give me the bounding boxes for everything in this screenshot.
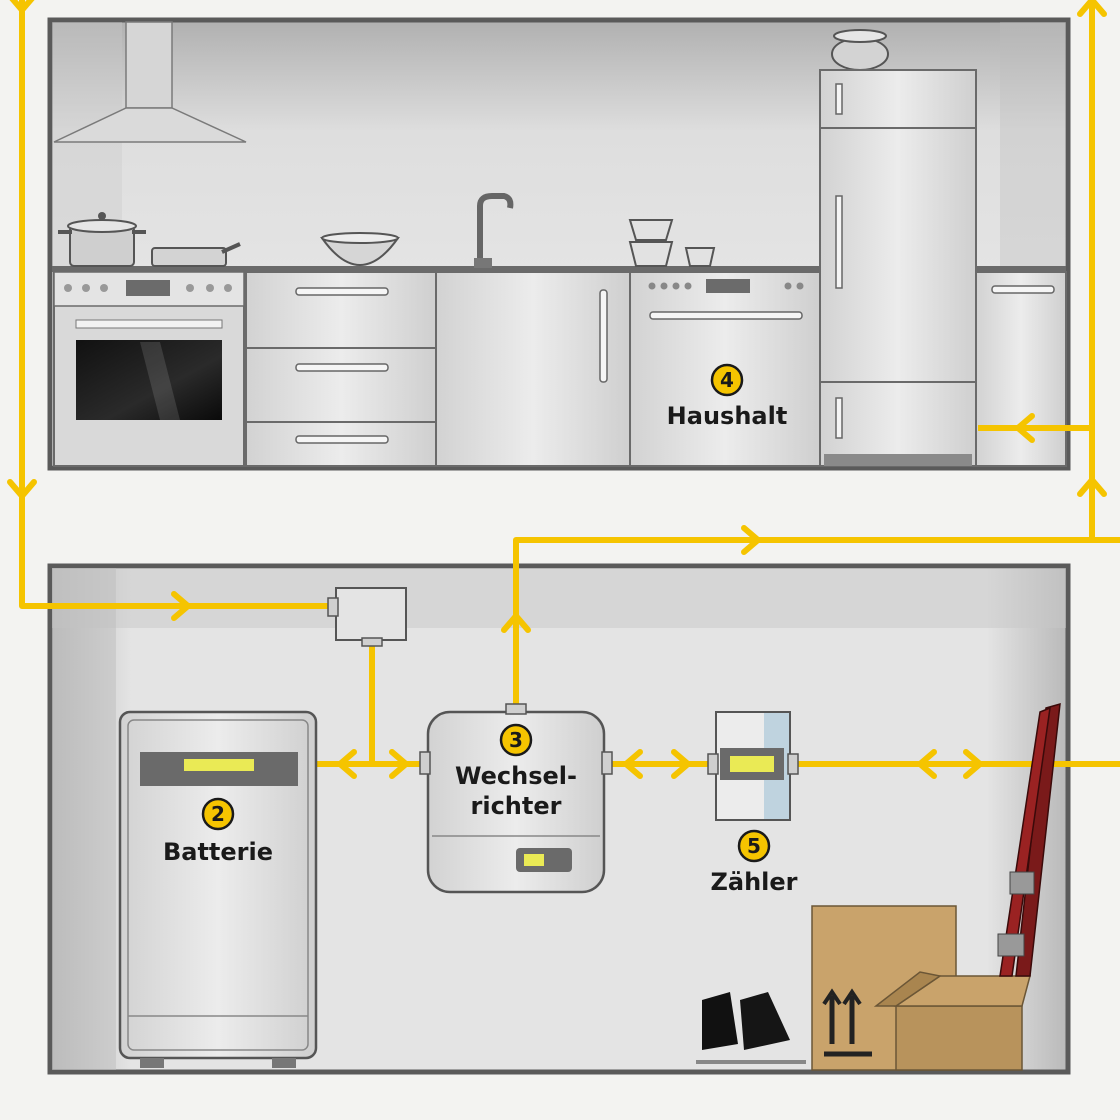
badge-3: [499, 723, 533, 757]
badge-number: 2: [211, 802, 225, 826]
box-icon: [811, 905, 1031, 1071]
badge-2: [201, 797, 235, 831]
label-batterie: 2 Batterie: [163, 797, 273, 866]
junction-box-icon: [327, 587, 407, 647]
arrow-right-icon: [741, 525, 761, 555]
arrow-left-icon: [1015, 413, 1035, 443]
label-zaehler-text: Zähler: [710, 868, 797, 896]
ski-icon: [997, 702, 1061, 977]
flow-arrows: [7, 0, 1107, 779]
side-cabinet: [975, 271, 1067, 467]
badge-5: [737, 829, 771, 863]
range-hood-icon: [53, 21, 247, 143]
badge-number: 5: [747, 834, 761, 858]
arrow-up-icon: [1077, 0, 1107, 17]
arrow-right-icon: [963, 749, 983, 779]
label-wechselrichter-line1: Wechsel-: [455, 762, 577, 790]
label-zaehler: 5 Zähler: [710, 829, 798, 896]
pot-icon: [58, 212, 146, 267]
badge-number: 4: [720, 368, 734, 392]
label-wechselrichter-line2: richter: [471, 792, 562, 820]
arrow-down-icon: [9, 0, 35, 13]
arrow-left-icon: [917, 749, 937, 779]
arrow-down-icon: [7, 479, 37, 499]
arrow-up-icon: [1077, 477, 1107, 497]
cable-grid-to-junction: [19, 0, 338, 609]
skates-icon: [696, 992, 806, 1064]
oven-icon: [53, 271, 245, 467]
fridge-icon: [819, 29, 977, 467]
label-batterie-text: Batterie: [163, 838, 273, 866]
badge-number: 3: [509, 728, 523, 752]
label-haushalt: 4 Haushalt: [667, 363, 788, 430]
sink-cabinet: [435, 271, 631, 467]
arrow-right-icon: [389, 749, 409, 779]
sink-faucet-icon: [474, 193, 514, 268]
cups-icon: [628, 219, 716, 267]
arrow-left-icon: [337, 749, 357, 779]
arrow-right-icon: [671, 749, 691, 779]
arrow-left-icon: [623, 749, 643, 779]
label-wechselrichter: 3 Wechsel- richter: [455, 723, 577, 820]
meter-icon: [707, 711, 799, 821]
cable-inverter-to-house: [513, 537, 1120, 704]
arrow-right-icon: [171, 591, 191, 621]
drawer-cabinet: [245, 271, 437, 467]
battery-icon: [118, 710, 318, 1068]
power-cables: [19, 0, 1120, 767]
pan-icon: [151, 242, 241, 267]
bowl-icon: [320, 232, 400, 266]
label-haushalt-text: Haushalt: [667, 402, 788, 430]
inverter-icon: [419, 703, 613, 894]
badge-4: [710, 363, 744, 397]
arrow-up-icon: [501, 613, 531, 633]
